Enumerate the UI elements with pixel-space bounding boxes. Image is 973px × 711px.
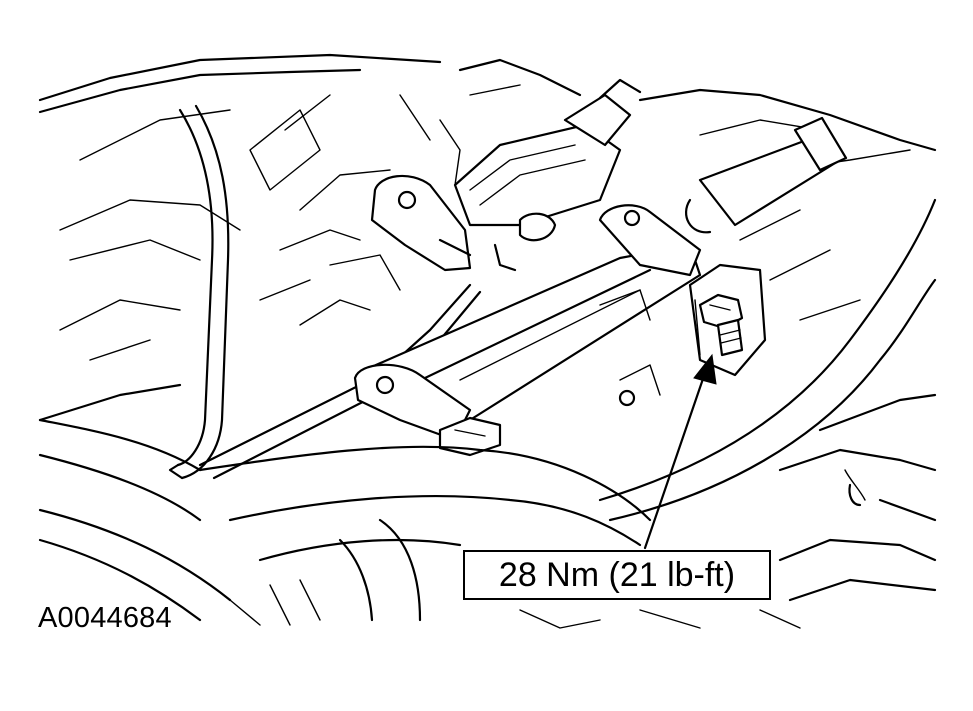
stud-bolt-icon [716, 318, 744, 357]
arrow-pointer-icon [643, 353, 717, 550]
upper-bracket-left-ear [370, 174, 472, 272]
hex-nut-icon [698, 293, 744, 330]
engine-background-outlines [38, 53, 937, 422]
torque-spec-label: 28 Nm (21 lb-ft) [498, 555, 736, 594]
figure-id-label: A0044684 [38, 602, 172, 634]
electrical-connector [453, 78, 642, 272]
bottom-edge-details [229, 599, 801, 629]
lower-crossmember [38, 418, 652, 626]
hose-fitting [684, 116, 848, 234]
torque-spec-callout: 28 Nm (21 lb-ft) [463, 550, 771, 600]
right-side-panel [598, 198, 937, 602]
main-support-bracket [353, 204, 702, 442]
